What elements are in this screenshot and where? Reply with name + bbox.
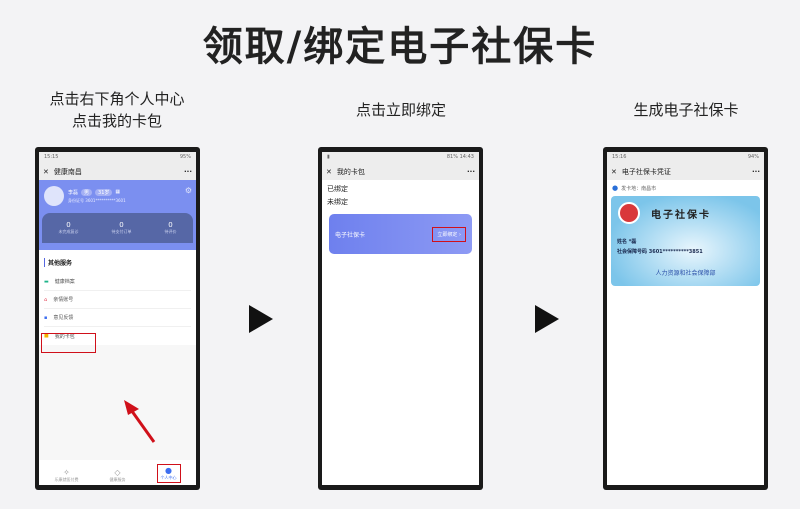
avatar [44, 186, 64, 206]
emblem-logo [618, 202, 640, 224]
home-icon: ⌂ [44, 296, 48, 303]
record-icon: ▬ [44, 278, 49, 285]
section-title: 其他服务 [44, 258, 191, 267]
step3-caption: 生成电子社保卡 [633, 101, 739, 119]
nav-title: 我的卡包 [336, 167, 365, 176]
issuer: 人力资源和社会保障部 [655, 270, 716, 277]
menu-health-record[interactable]: ▬ 健康档案 [44, 273, 191, 291]
step2-caption: 点击立即绑定 [355, 101, 446, 119]
tab-label: 健康服务 [109, 477, 126, 482]
phone-ecard: 15:16 94% ✕ 电子社保卡凭证 ··· ●发卡地：南昌市 电子社保卡 姓名 *… [603, 147, 768, 490]
tab-icon: ◇ [114, 468, 121, 477]
bind-label: 立即绑定 [437, 231, 458, 238]
unbound-section[interactable]: 未绑定 [327, 198, 348, 206]
highlight-box [41, 333, 96, 353]
next-arrow-icon [249, 305, 273, 333]
holder-name: 姓名 *磊 [617, 239, 637, 245]
more-icon[interactable]: ··· [467, 167, 475, 176]
gender-tag: 男 [81, 189, 93, 196]
time: 14:43 [459, 154, 474, 160]
status-bar: 15:15 95% [39, 152, 196, 163]
status-bar: 15:16 94% [607, 152, 764, 163]
age-tag: 31岁 [95, 189, 113, 196]
menu-label: 我的卡包 [54, 333, 75, 340]
stat-label: 未完成复诊 [58, 229, 79, 234]
battery: 81% [446, 154, 458, 160]
qrcode-icon[interactable]: ▦ [115, 189, 121, 195]
tab-label: 乐康就医付费 [54, 477, 79, 482]
stat-label: 待评价 [164, 229, 177, 234]
time: 15:16 [612, 154, 627, 160]
tab-personal-center[interactable]: ●个人中心 [156, 464, 181, 483]
tab-medical-pay[interactable]: ✧乐康就医付费 [55, 468, 79, 483]
social-card-item[interactable]: 电子社保卡 立即绑定 › [329, 214, 472, 254]
card-name: 电子社保卡 [335, 231, 366, 239]
more-icon[interactable]: ··· [752, 167, 760, 176]
user-name: 李磊 [68, 190, 79, 196]
tab-label: 个人中心 [160, 475, 177, 480]
close-icon[interactable]: ✕ [611, 167, 617, 176]
menu-family-account[interactable]: ⌂ 亲情账号 [44, 291, 191, 309]
chat-icon: ▪ [44, 314, 48, 321]
chevron-right-icon: › [459, 231, 461, 238]
wallet-icon: ■ [44, 333, 49, 339]
menu-my-wallet[interactable]: ■ 我的卡包 [44, 327, 191, 345]
stat-value: 0 [119, 221, 124, 229]
status-bar: ▮ 81% 14:43 [322, 152, 479, 163]
signal-icon: ▮ [327, 154, 330, 160]
social-security-card[interactable]: 电子社保卡 姓名 *磊 社会保障号码 3601**********3851 人力… [611, 196, 760, 286]
battery: 94% [747, 154, 759, 160]
settings-icon[interactable]: ⚙ [184, 186, 192, 195]
menu-label: 健康档案 [54, 279, 75, 285]
battery: 95% [179, 154, 191, 160]
bound-section[interactable]: 已绑定 [327, 185, 348, 193]
more-icon[interactable]: ··· [184, 167, 192, 176]
location-icon: ● [612, 184, 619, 192]
caption-line: 点击我的卡包 [71, 112, 162, 130]
close-icon[interactable]: ✕ [43, 167, 49, 176]
caption-line: 点击右下角个人中心 [49, 90, 185, 108]
page-title: 领取/绑定电子社保卡 [202, 24, 598, 70]
stat-value: 0 [168, 221, 173, 229]
id-number: 身份证号 3601**********3601 [68, 198, 126, 203]
menu-label: 亲情账号 [53, 297, 74, 303]
bind-now-button[interactable]: 立即绑定 › [432, 226, 466, 242]
nav-title: 健康南昌 [53, 167, 82, 176]
close-icon[interactable]: ✕ [326, 167, 332, 176]
menu-feedback[interactable]: ▪ 意见反馈 [44, 309, 191, 327]
issue-place: 发卡地：南昌市 [621, 185, 657, 192]
stat-value: 0 [66, 221, 71, 229]
tab-health-service[interactable]: ◇健康服务 [110, 468, 126, 483]
next-arrow-icon [535, 305, 559, 333]
red-arrow-icon [124, 400, 156, 443]
card-title: 电子社保卡 [651, 210, 711, 221]
step1-caption: 点击右下角个人中心点击我的卡包 [0, 88, 237, 132]
phone-personal-center: 15:15 95% ✕ 健康南昌 ··· 李磊 男 31岁 ▦ 身份证号 3601**… [35, 147, 200, 490]
ssn-number: 社会保障号码 3601**********3851 [617, 249, 703, 255]
stat-label: 待支付订单 [111, 229, 132, 234]
user-icon: ● [165, 466, 172, 475]
phone-wallet: ▮ 81% 14:43 ✕ 我的卡包 ··· 已绑定 未绑定 电子社保卡 立即绑定 › [318, 147, 483, 490]
tab-icon: ✧ [63, 468, 70, 477]
time: 15:15 [44, 154, 59, 160]
nav-title: 电子社保卡凭证 [621, 167, 671, 176]
menu-label: 意见反馈 [53, 315, 74, 321]
